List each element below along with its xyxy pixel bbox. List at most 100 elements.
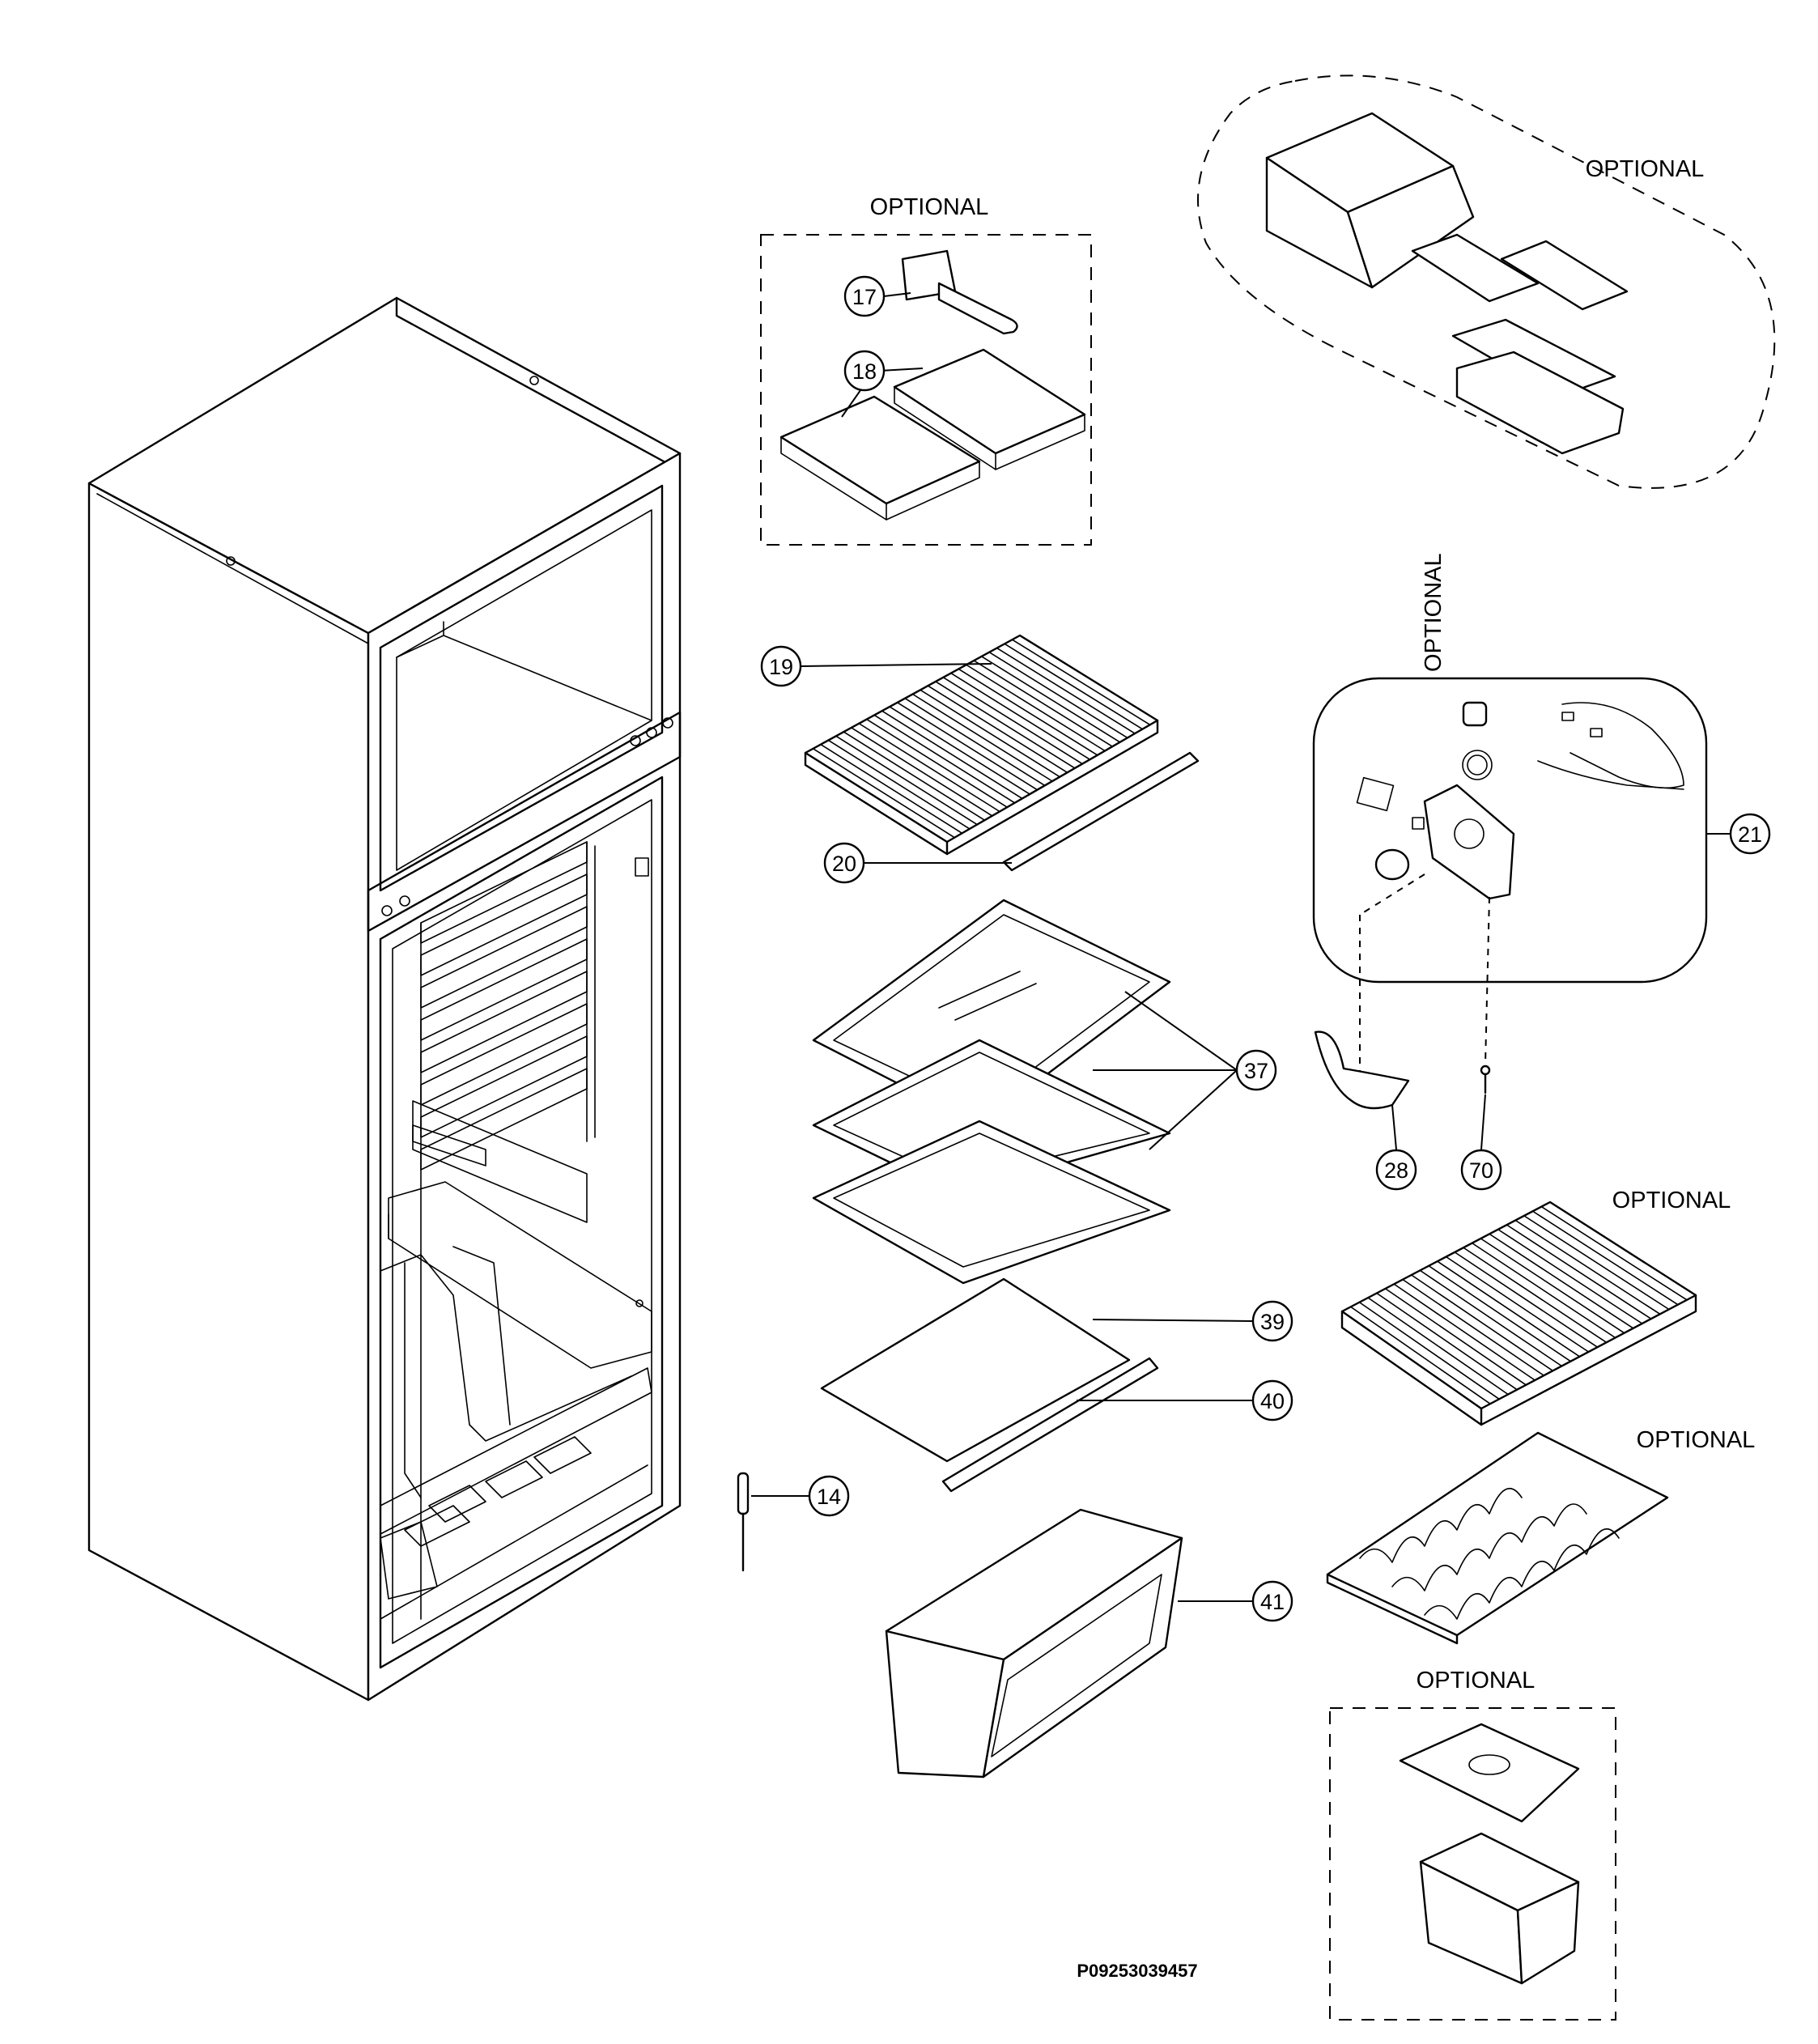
callout-19: 19 [760,645,802,687]
shelf-wire [1540,1205,1688,1301]
thermostat-housing [1423,784,1515,900]
ice-maker-trays [1411,233,1629,311]
callout-20: 20 [823,842,865,884]
shelf-wire [927,685,1068,774]
shelf-wire [881,710,1023,800]
callout-17: 17 [843,275,886,317]
butter-dish-lid [1399,1723,1580,1823]
callout-39: 39 [1251,1300,1293,1342]
svg-text:37: 37 [1244,1059,1268,1083]
capillary-tube [1462,750,1493,780]
shelf-wire [1531,1210,1679,1306]
shelf-wire [904,697,1046,787]
shelf-wire [1463,1247,1608,1344]
shelf-wire [988,651,1128,739]
svg-text:28: 28 [1384,1158,1408,1183]
thermometer [737,1472,750,1572]
glass-shelves [812,899,1171,1285]
shelf-wire [1004,643,1144,730]
shelf-wire [1506,1224,1652,1319]
shelf-wire [889,706,1030,795]
shelf-wire [843,731,986,822]
butter-dish-box [1419,1832,1580,1985]
callout-41: 41 [1251,1580,1293,1622]
shelf-wire [1428,1264,1572,1362]
optional-label-ice-maker: OPTIONAL [1586,156,1705,182]
shelf-wire [1471,1242,1616,1339]
shelf-wire [1384,1288,1527,1386]
shelf-wire [973,660,1114,747]
optional-label-ice-trays: OPTIONAL [870,194,989,220]
optional-label-bottle-rack: OPTIONAL [1637,1427,1756,1453]
shelf-wire [812,748,956,839]
ice-tray-right [893,348,1086,470]
ice-maker-bin [1451,318,1625,455]
optional-label-control: OPTIONAL [1421,553,1446,672]
lamp-bulb [1462,701,1488,727]
optional-wire-shelf: OPTIONAL [1340,1188,1731,1426]
shelf-wire [1358,1301,1500,1400]
crisper-cover-glass [820,1277,1131,1463]
shelf-wire [858,722,1000,813]
svg-text:14: 14 [817,1485,841,1509]
shelf-wire [942,676,1083,765]
optional-ice-maker-group: OPTIONAL [1197,74,1776,489]
fridge-wall-rails [420,841,596,1171]
svg-text:17: 17 [852,285,877,309]
optional-label-wire-shelf: OPTIONAL [1612,1188,1731,1213]
control-knob [1374,848,1410,881]
shelf-wire [896,702,1039,791]
shelf-wire [950,672,1091,761]
leader-lines [751,292,1731,1602]
svg-text:20: 20 [832,852,856,876]
shelf-wire [1376,1292,1518,1391]
shelf-wire [920,689,1061,778]
shelf-front-strip [1002,751,1200,872]
refrigerator-cabinet [87,296,682,1702]
callout-18: 18 [843,350,886,392]
callout-40: 40 [1251,1379,1293,1421]
callout-21: 21 [1729,813,1771,855]
svg-text:70: 70 [1469,1158,1493,1183]
svg-text:39: 39 [1260,1310,1285,1334]
shelf-wire [1514,1219,1661,1315]
shelf-wire [1011,639,1151,726]
shelf-wire [965,664,1106,752]
lamp-cover [1314,1030,1410,1110]
thermostat-label [1356,776,1395,812]
optional-control-group: OPTIONAL [1312,553,1708,1073]
wire-shelf [804,634,1159,856]
shelf-wire [1454,1251,1599,1348]
shelf-wire [827,739,971,830]
callout-70: 70 [1460,1149,1502,1191]
shelf-wire [958,668,1098,756]
optional-ice-trays-group: OPTIONAL [760,194,1092,546]
callout-14: 14 [808,1475,850,1517]
callout-37: 37 [1235,1049,1277,1091]
shelf-wire [1367,1297,1509,1396]
crisper-cover-strip [941,1357,1159,1493]
svg-text:21: 21 [1738,822,1762,847]
shelf-wire [980,656,1121,743]
shelf-wire [835,735,978,826]
optional-label-butter-dish: OPTIONAL [1417,1668,1536,1693]
glass-shelf-3 [812,1120,1171,1285]
shelf-wire [1349,1306,1491,1404]
spacer [1412,817,1425,830]
shelf-wire [1445,1256,1590,1353]
shelf-wire [1402,1278,1545,1376]
shelf-wire [1393,1283,1536,1381]
optional-butter-dish-group: OPTIONAL [1329,1668,1616,2021]
shelf-wire [850,727,993,817]
optional-bottle-rack: OPTIONAL [1326,1427,1756,1645]
shelf-wire [935,681,1076,769]
drawing-code: P09253039457 [1077,1961,1197,1981]
wire-harness [1537,702,1684,790]
shelf-wire [873,714,1016,804]
shelf-wire [1436,1260,1581,1358]
shelf-wire [1410,1274,1554,1372]
shelf-wire [1480,1238,1625,1334]
shelf-wire [1489,1233,1634,1329]
callout-28: 28 [1375,1149,1417,1191]
